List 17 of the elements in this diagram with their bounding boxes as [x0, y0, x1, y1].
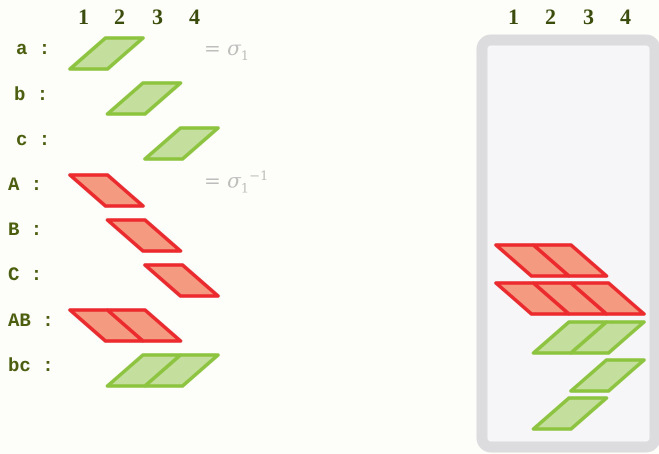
column-number: 4	[620, 6, 631, 28]
column-number: 1	[78, 6, 89, 28]
column-number: 2	[114, 6, 125, 28]
column-number: 1	[508, 6, 519, 28]
row-label: a :	[16, 40, 50, 59]
row-label: c :	[16, 131, 50, 150]
column-number: 4	[189, 6, 200, 28]
row-label: C :	[8, 266, 42, 285]
formula: = σ$_{1}$	[204, 38, 250, 63]
row-label: B :	[8, 221, 42, 240]
row-label: AB :	[8, 312, 54, 331]
column-number: 3	[152, 6, 163, 28]
row-label: bc :	[8, 357, 54, 376]
column-number: 3	[583, 6, 594, 28]
row-label: A :	[8, 176, 42, 195]
column-number: 2	[545, 6, 556, 28]
row-label: b :	[14, 86, 48, 105]
